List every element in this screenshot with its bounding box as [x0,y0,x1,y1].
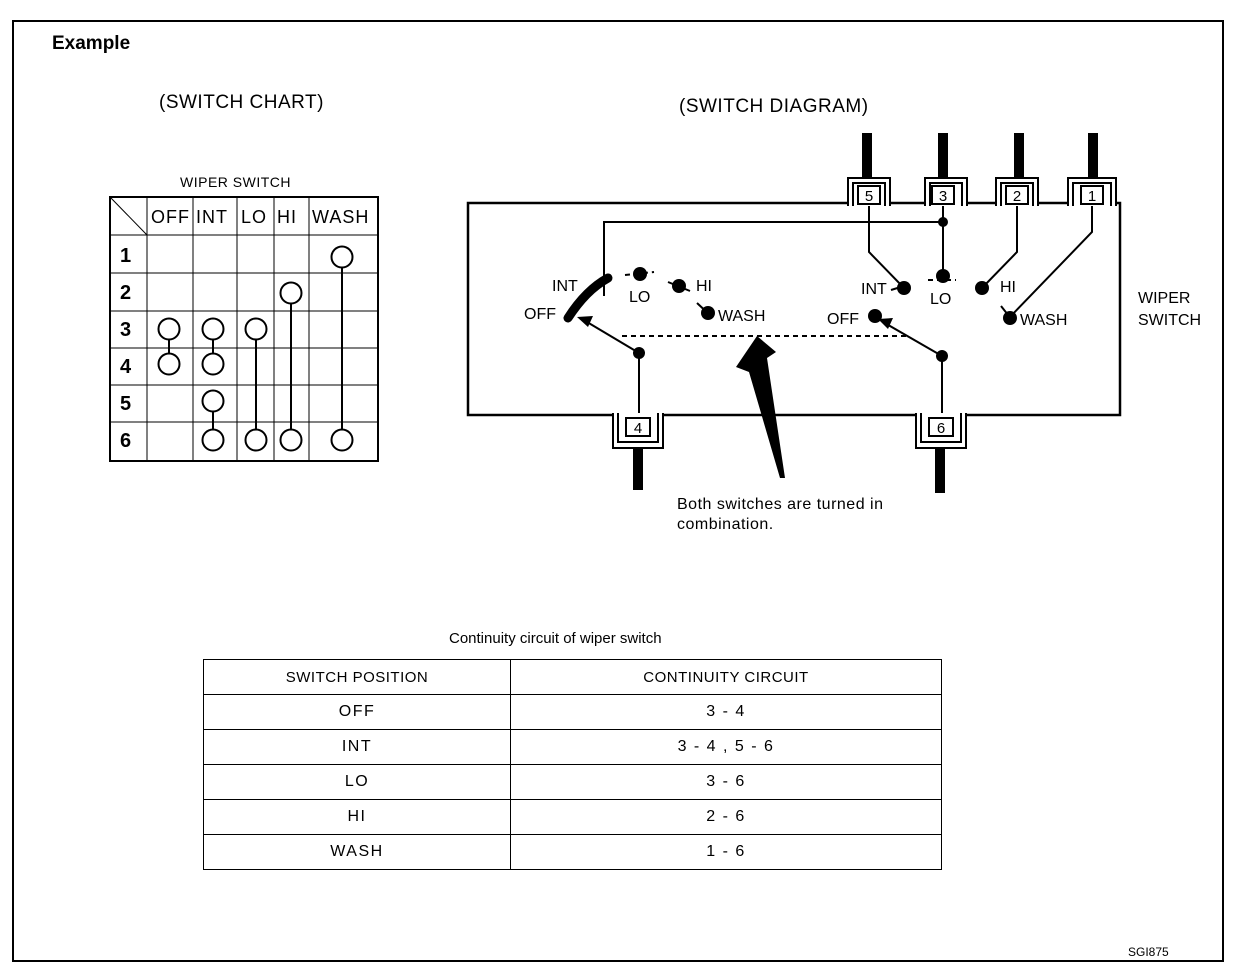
terminal-2: 2 [1013,188,1021,205]
position-cell: HI [203,799,511,835]
chart-node-hi-6 [279,428,303,452]
table-row: HI 2 - 6 [203,799,942,835]
chart-node-wash-1 [330,245,354,269]
chart-row-4: 4 [120,356,132,378]
figure-id: SGI875 [1128,945,1169,959]
chart-row-2: 2 [120,282,131,304]
example-label: Example [52,33,131,54]
right-label-lo: LO [930,291,951,308]
terminal-5: 5 [865,188,873,205]
right-contact-off [868,309,882,323]
annotation-line2: combination. [677,516,774,533]
chart-col-lo: LO [241,207,267,227]
table-row: INT 3 - 4 , 5 - 6 [203,729,942,765]
right-label-off: OFF [827,311,859,328]
annotation-line1: Both switches are turned in [677,496,884,513]
right-label-wash: WASH [1020,312,1067,329]
chart-node-int-4 [201,352,225,376]
left-label-lo: LO [629,289,650,306]
continuity-table-caption: Continuity circuit of wiper switch [449,630,662,647]
switch-body [466,201,1122,417]
position-cell: LO [203,764,511,800]
left-contact-lo [633,267,647,281]
chart-node-int-6 [201,428,225,452]
continuity-table: SWITCH POSITION CONTINUITY CIRCUIT OFF 3… [203,659,942,870]
switch-chart-title: (SWITCH CHART) [159,92,324,113]
left-switch-pivot [633,347,645,359]
terminal-3: 3 [939,188,947,205]
right-label-hi: HI [1000,279,1016,296]
circuit-cell: 1 - 6 [510,834,942,870]
chart-row-3: 3 [120,319,131,341]
circuit-cell: 3 - 4 [510,694,942,730]
chart-node-lo-3 [244,317,268,341]
circuit-cell: 2 - 6 [510,799,942,835]
chart-col-int: INT [196,207,228,227]
chart-node-off-4 [157,352,181,376]
left-label-hi: HI [696,278,712,295]
table-row: WASH 1 - 6 [203,834,942,870]
combination-arrow [736,336,785,478]
left-switch-wiper-blade [563,273,613,323]
right-label-int: INT [861,281,887,298]
table-row: OFF 3 - 4 [203,694,942,730]
page-frame [12,20,1224,962]
header-switch-position: SWITCH POSITION [203,659,511,695]
terminal-1: 1 [1088,188,1096,205]
left-label-int: INT [552,278,578,295]
chart-row-6: 6 [120,430,131,452]
table-row: LO 3 - 6 [203,764,942,800]
wiper-switch-label-line2: SWITCH [1138,312,1201,329]
chart-node-int-5 [201,389,225,413]
chart-node-wash-6 [330,428,354,452]
terminal-4: 4 [634,420,642,437]
chart-node-lo-6 [244,428,268,452]
chart-col-wash: WASH [312,207,369,227]
terminal-6: 6 [937,420,945,437]
chart-col-hi: HI [277,207,297,227]
chart-node-off-3 [157,317,181,341]
switch-diagram-title: (SWITCH DIAGRAM) [679,96,869,117]
position-cell: WASH [203,834,511,870]
circuit-cell: 3 - 4 , 5 - 6 [510,729,942,765]
circuit-cell: 3 - 6 [510,764,942,800]
position-cell: INT [203,729,511,765]
chart-node-hi-2 [279,281,303,305]
right-contact-int [897,281,911,295]
header-continuity-circuit: CONTINUITY CIRCUIT [510,659,942,695]
left-label-wash: WASH [718,308,765,325]
right-contact-lo [936,269,950,283]
right-contact-hi [975,281,989,295]
wiper-switch-chart-caption: WIPER SWITCH [180,174,291,190]
chart-row-1: 1 [120,245,131,267]
chart-col-off: OFF [151,207,190,227]
position-cell: OFF [203,694,511,730]
chart-row-5: 5 [120,393,131,415]
right-switch-pivot [936,350,948,362]
left-label-off: OFF [524,306,556,323]
wiper-switch-label-line1: WIPER [1138,290,1190,307]
chart-node-int-3 [201,317,225,341]
